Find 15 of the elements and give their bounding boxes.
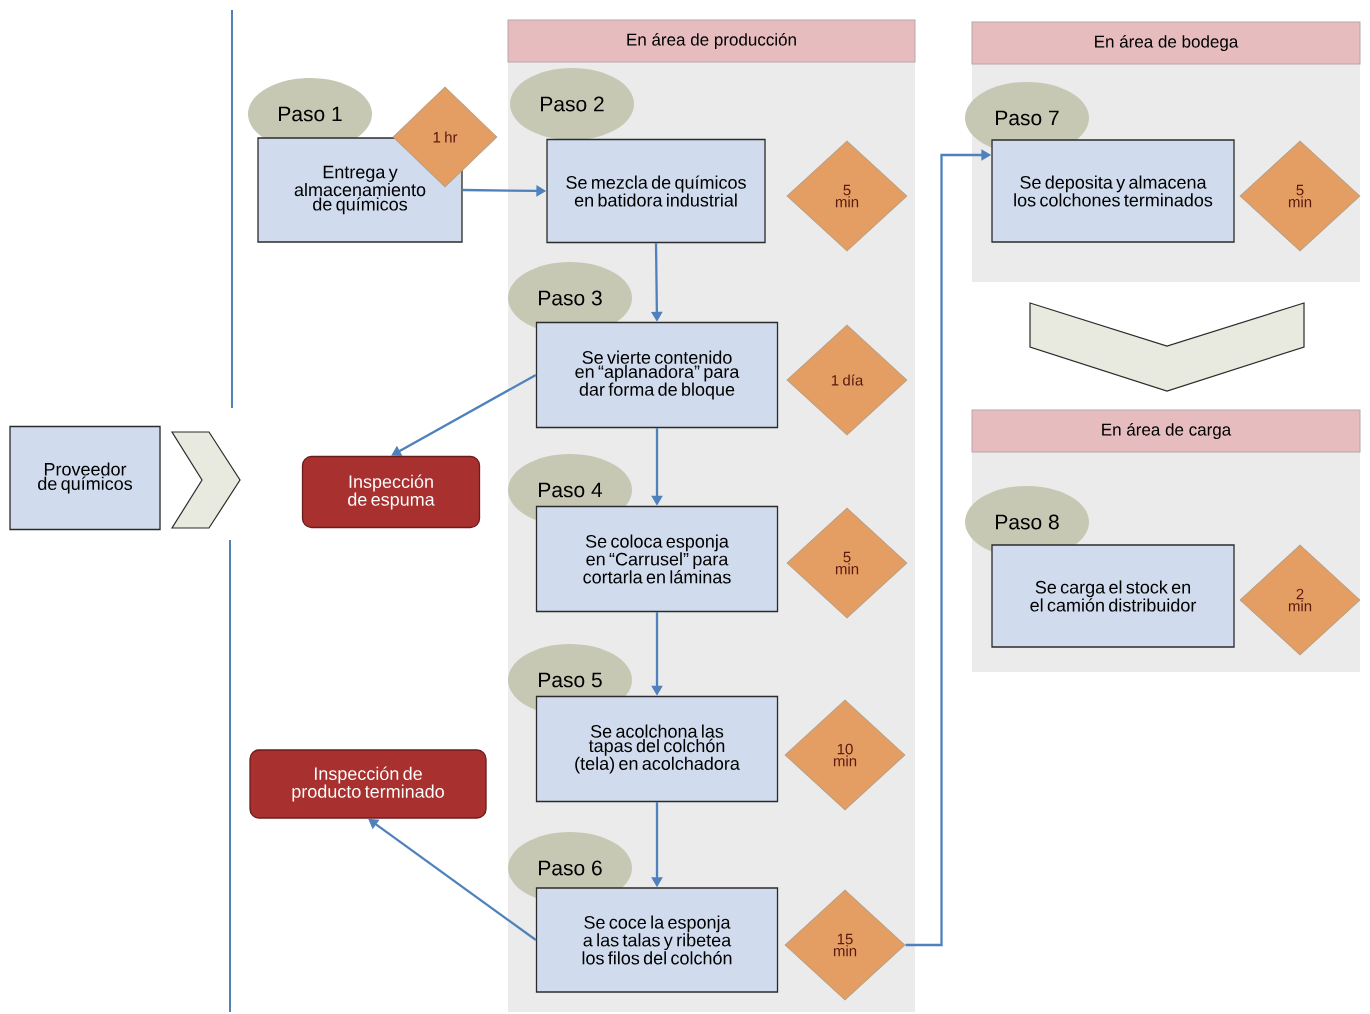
chevron-arrow [1029, 302, 1305, 392]
step-label: Paso 2 [510, 68, 634, 140]
process-box: Se carga el stock en el camión distribuidor [991, 544, 1235, 648]
process-box: Se acolchona las tapas del colchón (tela) en acolchadora [535, 695, 779, 803]
process-box: Se coloca esponja en “Carrusel” para cortarla en láminas [535, 505, 779, 613]
chevron-arrow [170, 431, 241, 529]
process-box: Se coce la esponja a las talas y ribetea los filos del colchón [535, 887, 779, 993]
process-box: Se mezcla de químicos en batidora industrial [546, 138, 766, 244]
inspection-box: Inspección de producto terminado [249, 749, 487, 819]
inspection-box: Inspección de espuma [301, 455, 481, 529]
arrow [391, 374, 537, 457]
arrow [368, 818, 537, 941]
process-box: Se vierte contenido en “aplanadora” para dar forma de bloque [535, 321, 779, 429]
process-box: Proveedor de químicos [9, 425, 161, 531]
process-box: Se deposita y almacena los colchones terminados [991, 139, 1235, 243]
